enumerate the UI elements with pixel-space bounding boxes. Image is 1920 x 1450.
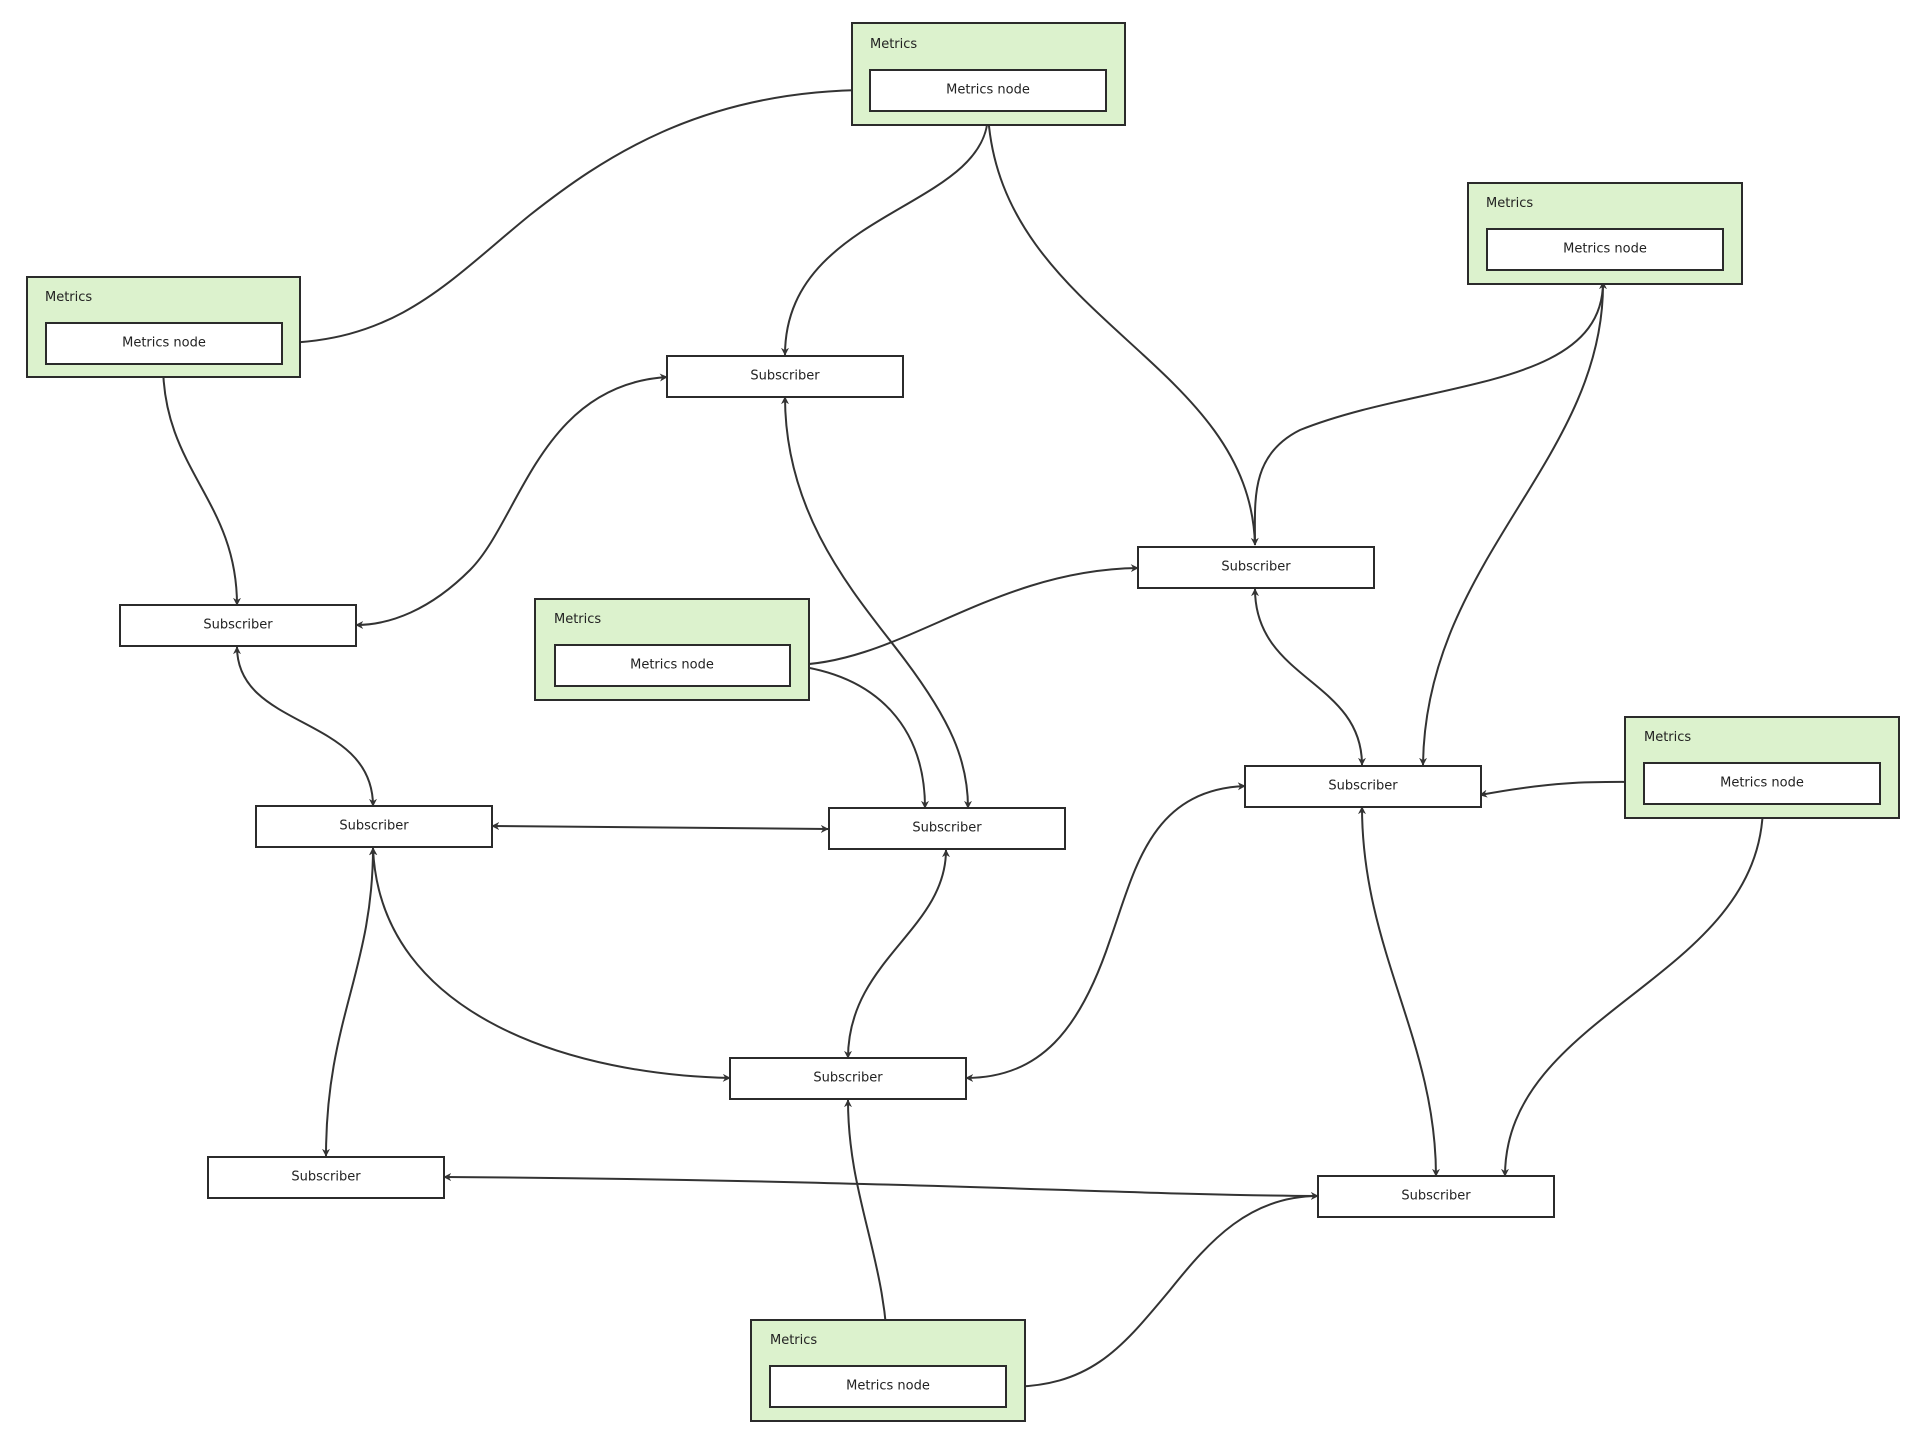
edge-metrics-top-to-subscriber-1 — [781, 113, 989, 356]
metrics-group-label: Metrics — [1486, 196, 1533, 211]
metrics-node-bottom-box — [769, 1365, 1007, 1408]
subscriber-node-3-box — [255, 805, 493, 848]
subscriber-node-9[interactable]: Subscriber — [1317, 1175, 1555, 1218]
edge-metrics-mid-to-subscriber-4 — [789, 661, 929, 809]
metrics-node-far-right-box — [1643, 762, 1881, 805]
subscriber-label: Subscriber — [750, 369, 820, 384]
metrics-node-left-box — [45, 322, 283, 365]
subscriber-node-5-box — [1137, 546, 1375, 589]
subscriber-node-1-box — [666, 355, 904, 398]
subscriber-node-6[interactable]: Subscriber — [1244, 765, 1482, 808]
subscriber-node-4[interactable]: Subscriber — [828, 807, 1066, 850]
metrics-node-label: Metrics node — [846, 1379, 930, 1394]
metrics-node-mid-box — [554, 644, 791, 687]
edge-metrics-top-to-metrics-left — [282, 86, 871, 347]
edge-subscriber-4-to-subscriber-7 — [844, 849, 950, 1059]
subscriber-node-7-box — [729, 1057, 967, 1100]
metrics-node-label: Metrics node — [946, 83, 1030, 98]
subscriber-node-8[interactable]: Subscriber — [207, 1156, 445, 1199]
subscriber-label: Subscriber — [1221, 560, 1291, 575]
edge-subscriber-6-to-subscriber-9 — [1358, 806, 1440, 1177]
edge-metrics-right-to-subscriber-5 — [1253, 281, 1607, 546]
metrics-group-label: Metrics — [554, 612, 601, 627]
subscriber-label: Subscriber — [291, 1170, 361, 1185]
metrics-node-mid[interactable]: Metrics node — [554, 644, 791, 687]
metrics-node-left[interactable]: Metrics node — [45, 322, 283, 365]
metrics-node-label: Metrics node — [1563, 242, 1647, 257]
edge-subscriber-8-to-subscriber-9 — [443, 1173, 1319, 1200]
metrics-group-label: Metrics — [870, 37, 917, 52]
subscriber-label: Subscriber — [813, 1071, 883, 1086]
edge-subscriber-5-to-subscriber-6 — [1251, 588, 1366, 766]
metrics-node-right-box — [1486, 228, 1724, 271]
metrics-node-label: Metrics node — [630, 658, 714, 673]
metrics-node-far-right[interactable]: Metrics node — [1643, 762, 1881, 805]
metrics-node-label: Metrics node — [122, 336, 206, 351]
metrics-group-bottom[interactable]: Metrics Metrics node — [750, 1319, 1026, 1422]
edge-metrics-left-to-subscriber-2 — [159, 363, 241, 606]
metrics-group-label: Metrics — [770, 1333, 817, 1348]
subscriber-label: Subscriber — [1328, 779, 1398, 794]
edge-subscriber-3-to-subscriber-7 — [369, 847, 731, 1082]
subscriber-node-2-box — [119, 604, 357, 647]
edge-subscriber-6-to-metrics-far-right — [1479, 777, 1644, 798]
metrics-group-far-right[interactable]: Metrics Metrics node — [1624, 716, 1900, 819]
edge-metrics-right-to-subscriber-6 — [1419, 281, 1605, 766]
metrics-group-left[interactable]: Metrics Metrics node — [26, 276, 301, 378]
subscriber-node-1[interactable]: Subscriber — [666, 355, 904, 398]
metrics-group-top[interactable]: Metrics Metrics node — [851, 22, 1126, 126]
edge-metrics-mid-to-subscriber-5 — [789, 564, 1139, 669]
metrics-group-mid[interactable]: Metrics Metrics node — [534, 598, 810, 701]
edge-subscriber-6-to-subscriber-7 — [965, 782, 1246, 1082]
subscriber-label: Subscriber — [339, 819, 409, 834]
edge-metrics-far-right-to-subscriber-9 — [1501, 803, 1767, 1177]
subscriber-node-7[interactable]: Subscriber — [729, 1057, 967, 1100]
metrics-node-top[interactable]: Metrics node — [869, 69, 1107, 112]
metrics-group-right[interactable]: Metrics Metrics node — [1467, 182, 1743, 285]
metrics-node-top-box — [869, 69, 1107, 112]
subscriber-node-3[interactable]: Subscriber — [255, 805, 493, 848]
edge-subscriber-9-to-metrics-bottom — [1005, 1195, 1319, 1391]
metrics-group-label: Metrics — [45, 290, 92, 305]
subscriber-node-6-box — [1244, 765, 1482, 808]
subscriber-node-2[interactable]: Subscriber — [119, 604, 357, 647]
metrics-group-label: Metrics — [1644, 730, 1691, 745]
subscriber-node-8-box — [207, 1156, 445, 1199]
metrics-node-label: Metrics node — [1720, 776, 1804, 791]
subscriber-node-4-box — [828, 807, 1066, 850]
edge-subscriber-1-to-subscriber-2 — [355, 373, 668, 629]
edge-subscriber-1-to-subscriber-4 — [781, 396, 972, 809]
subscriber-label: Subscriber — [1401, 1189, 1471, 1204]
metrics-node-right[interactable]: Metrics node — [1486, 228, 1724, 271]
metrics-node-bottom[interactable]: Metrics node — [769, 1365, 1007, 1408]
edge-subscriber-3-to-subscriber-4 — [491, 822, 829, 833]
edge-subscriber-3-to-subscriber-8 — [322, 847, 377, 1157]
edge-metrics-top-to-subscriber-5 — [987, 113, 1259, 546]
subscriber-label: Subscriber — [203, 618, 273, 633]
subscriber-label: Subscriber — [912, 821, 982, 836]
subscriber-node-9-box — [1317, 1175, 1555, 1218]
subscriber-node-5[interactable]: Subscriber — [1137, 546, 1375, 589]
edge-subscriber-2-to-subscriber-3 — [233, 646, 377, 807]
